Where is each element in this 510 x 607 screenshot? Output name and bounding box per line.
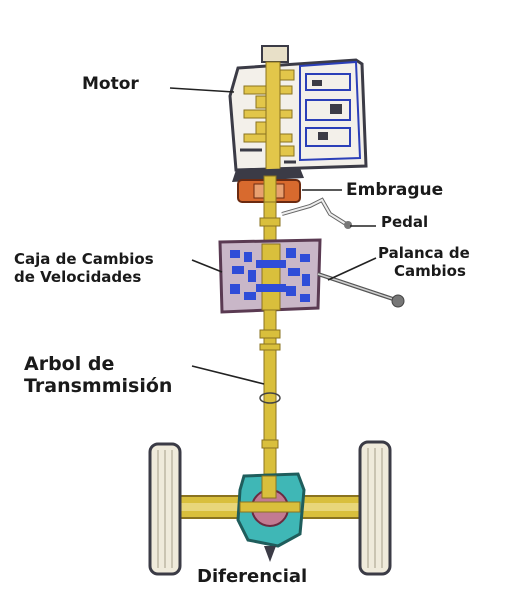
palanca-label: Palanca de Cambios [378,244,470,280]
caja-label-line1: Caja de Cambios [14,250,154,268]
differential [236,472,306,562]
arbol-label: Arbol de Transmmisión [24,353,172,398]
engine-block [228,45,368,173]
embrague-label: Embrague [346,180,444,200]
clutch-pedal-linkage [281,197,352,229]
palanca-label-line1: Palanca de [378,244,470,262]
left-wheel [148,442,182,576]
clutch [232,168,304,207]
gearbox [218,238,322,314]
right-wheel [358,440,392,576]
leader-lines [169,87,377,385]
caja-label-line2: de Velocidades [14,267,142,286]
input-shaft [259,201,281,243]
arbol-label-line1: Arbol de [24,353,115,375]
motor-leader [169,87,235,93]
caja-label: Caja de Cambios de Velocidades [14,250,154,286]
pedal-label: Pedal [381,213,429,231]
palanca-leader [327,257,377,281]
caja-leader [191,259,223,273]
arbol-label-line2: Transmmisión [24,375,173,398]
diferencial-label: Diferencial [197,566,308,587]
motor-label: Motor [82,74,139,94]
palanca-label-line2: Cambios [394,261,466,280]
arbol-leader [191,365,265,385]
drive-shaft [259,309,281,475]
